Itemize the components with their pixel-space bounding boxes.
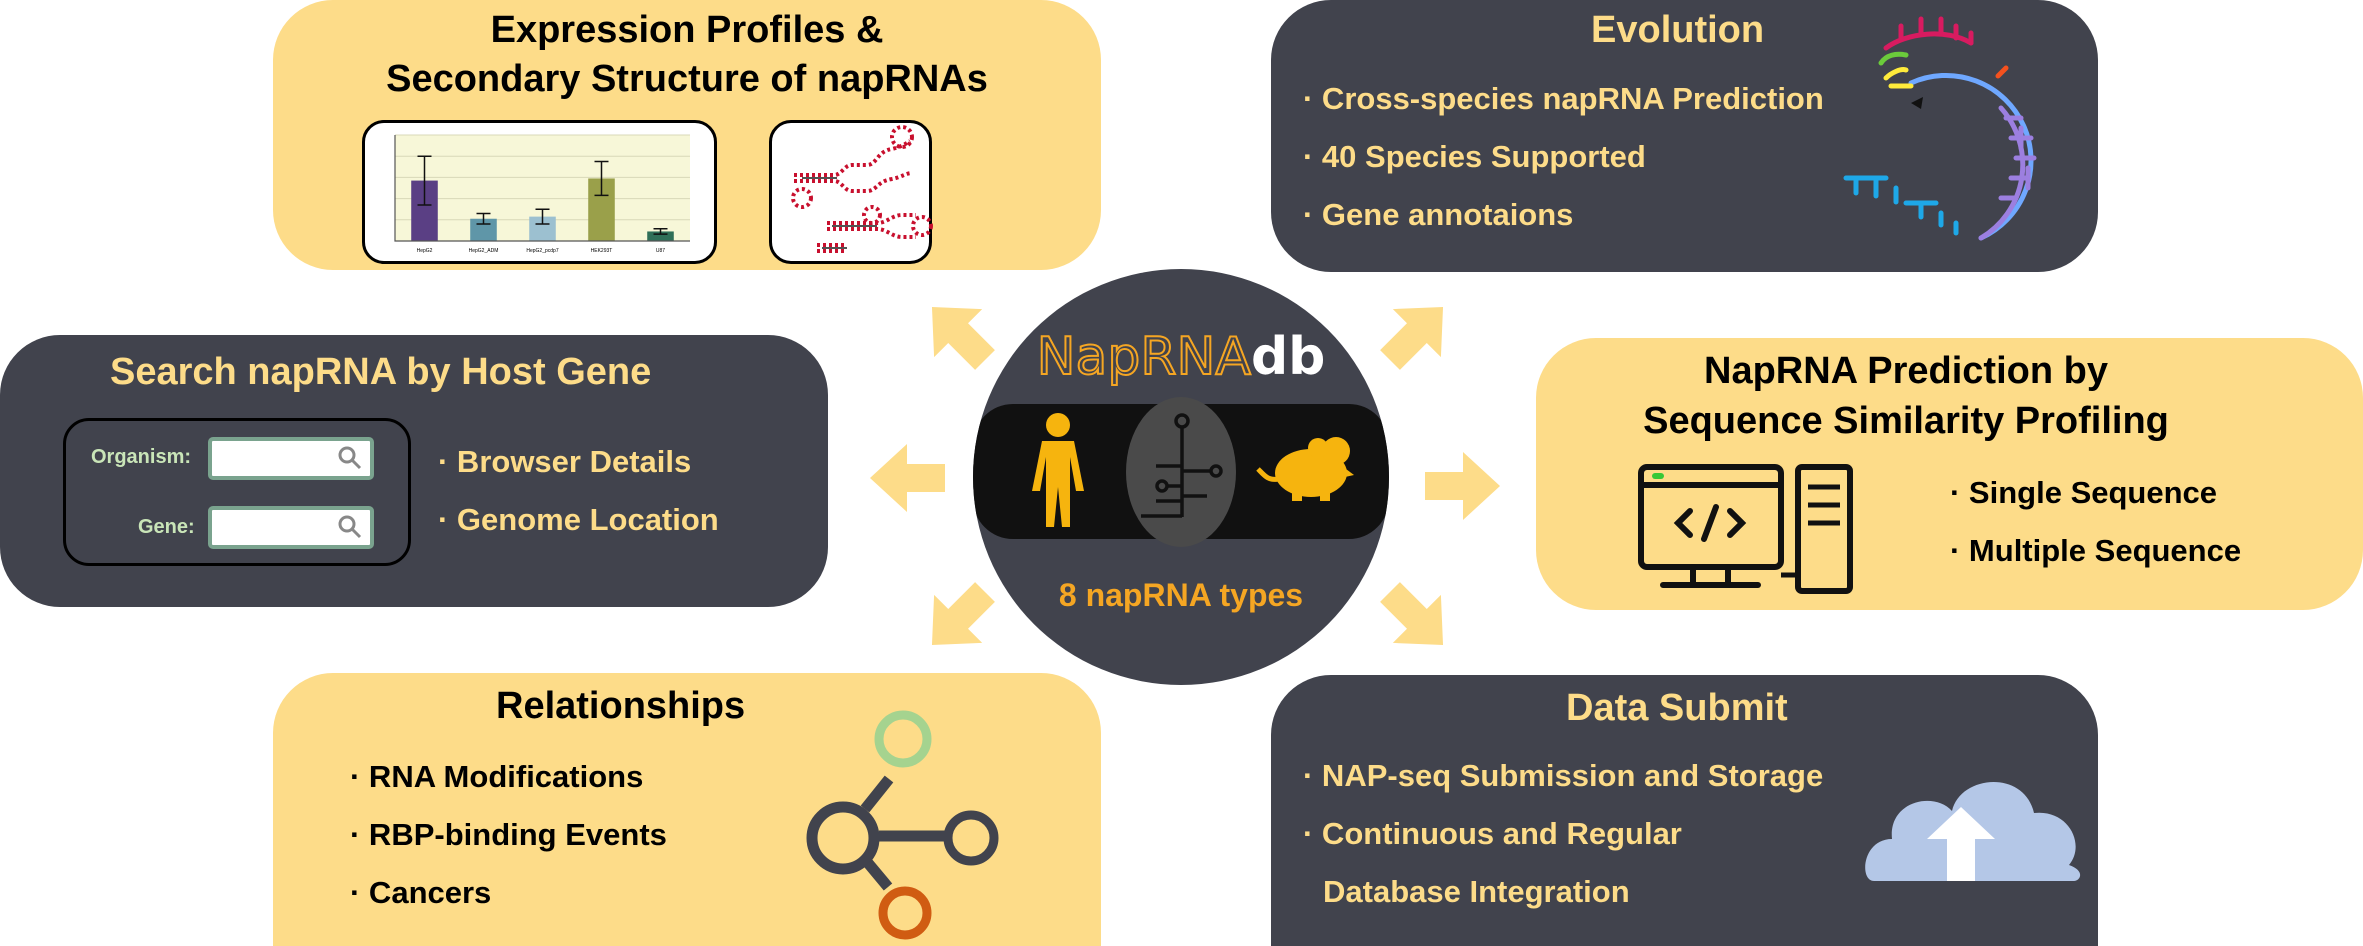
organism-label: Organism: <box>91 446 192 468</box>
evolution-title: Evolution <box>1591 9 1765 51</box>
submit-bullet: Database Integration <box>1323 874 1630 909</box>
search-bullet: · Browser Details <box>438 444 692 479</box>
arrow-to-search-icon <box>870 444 945 512</box>
search-title: Search napRNA by Host Gene <box>110 351 652 393</box>
logo-db: db <box>1250 327 1326 387</box>
expression-title-line2: Secondary Structure of napRNAs <box>386 58 988 100</box>
computer-icon <box>1638 464 1853 594</box>
submit-bullets: · NAP-seq Submission and Storage · Conti… <box>1303 747 1823 921</box>
logo-naprna: NapRNA <box>1036 326 1252 388</box>
submit-bullet: · Continuous and Regular <box>1303 816 1682 851</box>
evolution-bullet: · 40 Species Supported <box>1303 139 1646 174</box>
tick-label: HepG2_ADM <box>469 248 499 254</box>
center-hub: NapRNAdb 8 napRNA types <box>973 269 1389 685</box>
relationships-bullet: · RNA Modifications <box>350 759 644 794</box>
logo: NapRNAdb <box>973 326 1389 388</box>
evolution-panel: Evolution · Cross-species napRNA Predict… <box>1271 0 2098 272</box>
center-subtitle: 8 napRNA types <box>1058 577 1304 613</box>
prediction-bullet: · Multiple Sequence <box>1950 533 2242 568</box>
evolution-bullet: · Cross-species napRNA Prediction <box>1303 81 1824 116</box>
prediction-title-line1: NapRNA Prediction by <box>1704 350 2108 392</box>
search-icon <box>338 515 362 539</box>
evolution-bullets: · Cross-species napRNA Prediction · 40 S… <box>1303 70 1824 244</box>
relationships-bullets: · RNA Modifications · RBP-binding Events… <box>350 748 667 922</box>
expression-bar-chart: HepG2 HepG2_ADM HepG2_pcdp7 HEK293T U87 <box>394 134 690 254</box>
submit-bullet: · NAP-seq Submission and Storage <box>1303 758 1824 793</box>
error-bar <box>417 155 432 206</box>
bar-U87 <box>647 231 674 241</box>
relationships-title: Relationships <box>496 685 746 727</box>
mouse-icon <box>1256 437 1354 501</box>
submit-title: Data Submit <box>1566 687 1788 729</box>
search-bullets: · Browser Details · Genome Location <box>438 433 719 549</box>
rna-stemloop-icon <box>1141 413 1223 518</box>
relationships-panel: Relationships · RNA Modifications · RBP-… <box>273 673 1101 946</box>
error-bar <box>535 208 550 225</box>
gene-label: Gene: <box>138 516 195 538</box>
expression-panel: Expression Profiles & Secondary Structur… <box>273 0 1101 270</box>
prediction-title-line2: Sequence Similarity Profiling <box>1643 400 2169 442</box>
prediction-panel: NapRNA Prediction by Sequence Similarity… <box>1536 338 2363 610</box>
error-bar <box>594 160 609 197</box>
organism-input[interactable] <box>208 437 374 480</box>
evolution-bullet: · Gene annotaions <box>1303 197 1574 232</box>
search-bullet: · Genome Location <box>438 502 719 537</box>
error-bar <box>476 212 491 225</box>
relationships-bullet: · Cancers <box>350 875 492 910</box>
arrow-to-prediction-icon <box>1425 452 1500 520</box>
axes <box>394 135 690 242</box>
search-panel: Search napRNA by Host Gene Organism: Gen… <box>0 335 828 607</box>
prediction-bullet: · Single Sequence <box>1950 475 2218 510</box>
gene-input[interactable] <box>208 506 374 549</box>
phylogenetic-tree-icon <box>1843 16 2037 241</box>
expression-title-line1: Expression Profiles & <box>490 9 884 51</box>
submit-panel: Data Submit · NAP-seq Submission and Sto… <box>1271 675 2098 946</box>
tick-label: HepG2 <box>417 248 433 254</box>
error-bar <box>653 228 668 235</box>
tick-label: U87 <box>656 248 665 254</box>
search-icon <box>338 446 362 470</box>
rna-structure-icon <box>791 125 933 253</box>
expression-chart-frame: HepG2 HepG2_ADM HepG2_pcdp7 HEK293T U87 <box>362 120 717 264</box>
cloud-upload-icon <box>1865 781 2081 881</box>
tick-label: HepG2_pcdp7 <box>526 248 558 254</box>
search-form-frame: Organism: Gene: <box>63 418 411 566</box>
network-icon <box>806 710 999 940</box>
relationships-bullet: · RBP-binding Events <box>350 817 667 852</box>
human-icon <box>1032 413 1084 527</box>
prediction-bullets: · Single Sequence · Multiple Sequence <box>1950 464 2241 580</box>
secondary-structure-frame <box>769 120 933 264</box>
tick-label: HEK293T <box>591 248 613 254</box>
